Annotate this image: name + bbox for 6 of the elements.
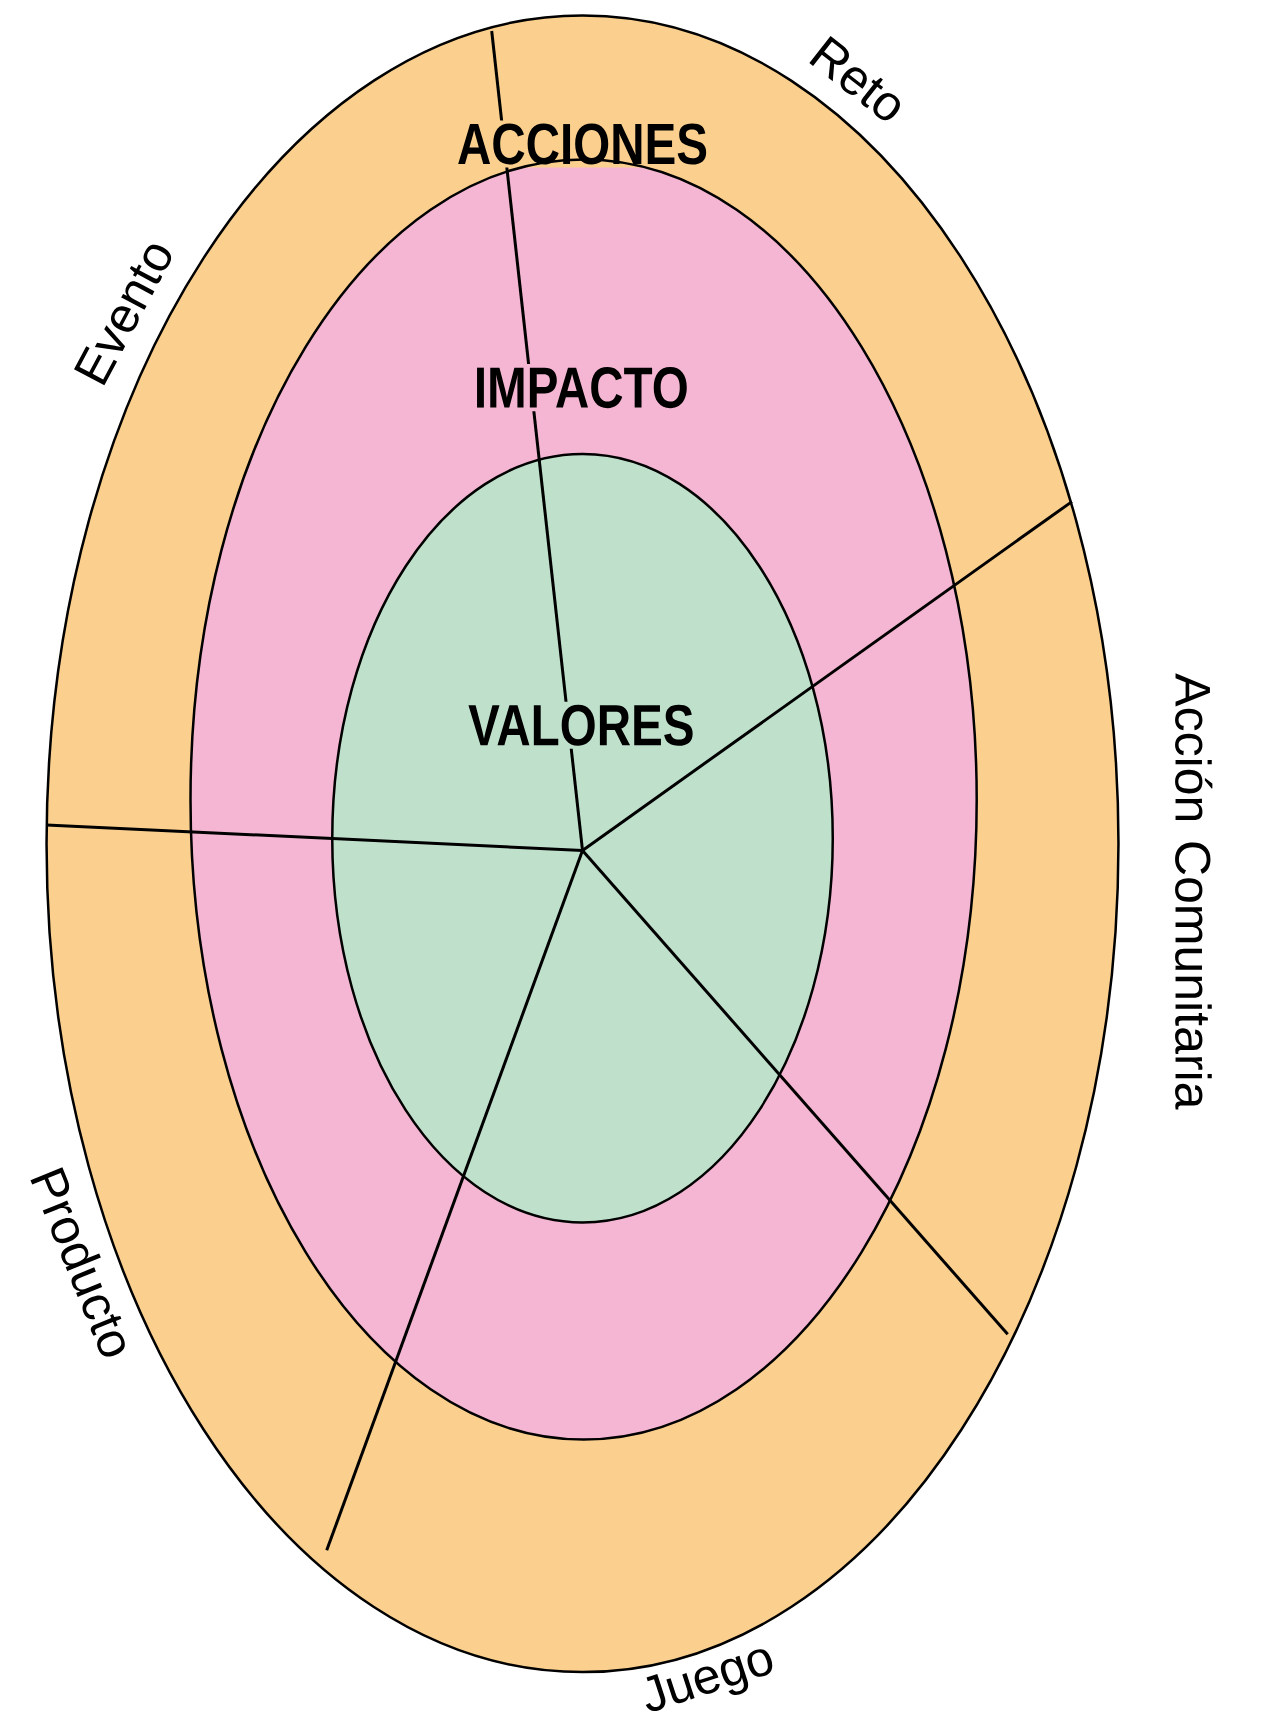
segment-label: Reto: [809, 35, 900, 121]
ring-label: ACCIONES: [454, 120, 711, 168]
segment-label: Acción Comunitaria: [1175, 673, 1213, 1110]
segment-label: Juego: [645, 1649, 773, 1712]
ring-label: IMPACTO: [471, 364, 692, 412]
ring-label: VALORES: [465, 701, 697, 749]
